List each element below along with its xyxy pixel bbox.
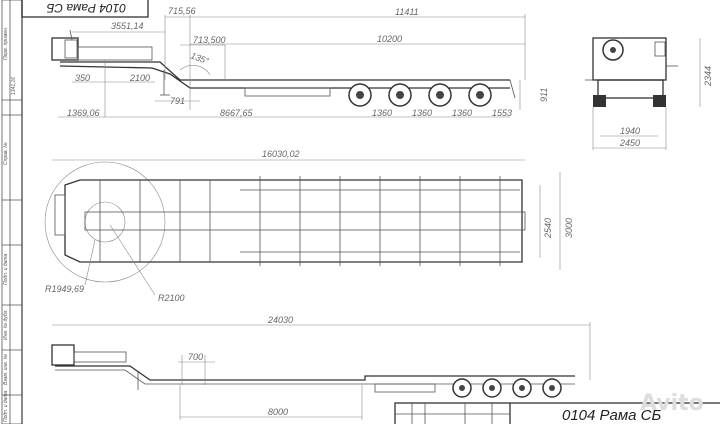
dim-8667: 8667,65: [220, 108, 254, 118]
sheet-frame: [1, 0, 23, 424]
dim-r2100: R2100: [158, 293, 185, 303]
dim-1369: 1369,06: [67, 108, 100, 118]
dim-2540: 2540: [543, 218, 553, 239]
dim-713: 713,500: [193, 35, 226, 45]
side-view-dimensions: 11411 10200 3551,14 715,56 713,500 135° …: [58, 6, 549, 118]
dim-350: 350: [75, 73, 90, 83]
margin-labels: Перв. примен. Справ. № Подп. и дата Инв.…: [3, 27, 17, 422]
dim-700: 700: [188, 352, 203, 362]
dim-8000: 8000: [268, 407, 288, 417]
rotated-title-box: [21, 0, 149, 18]
dim-1940: 1940: [620, 126, 640, 136]
extended-side-view: 24030 700 8000: [51, 315, 591, 420]
margin-label: Подп. и дата: [3, 390, 9, 422]
dim-2344: 2344: [703, 66, 713, 87]
dim-3551: 3551,14: [111, 21, 144, 31]
margin-label: Инв. № дубл.: [3, 309, 9, 340]
dim-715: 715,56: [168, 6, 196, 16]
dim-r1949: R1949,69: [45, 284, 84, 294]
dim-10200: 10200: [377, 34, 402, 44]
dim-24030: 24030: [267, 315, 293, 325]
margin-label: Подп. и дата: [3, 253, 9, 285]
dim-3000: 3000: [564, 218, 574, 238]
rear-view: 1940 2450 2344: [585, 37, 713, 150]
dim-791: 791: [170, 96, 185, 106]
dim-2100: 2100: [129, 73, 150, 83]
margin-label: Перв. примен.: [3, 27, 9, 60]
margin-label: Справ. №: [3, 142, 9, 165]
dim-1341: 1341,16: [11, 77, 17, 95]
top-view: 16030,02 2540 3000 R1949,69 R2100: [44, 149, 574, 303]
dim-911: 911: [539, 88, 549, 102]
side-view: [51, 29, 516, 107]
dim-2450: 2450: [619, 138, 640, 148]
dim-11411: 11411: [395, 7, 419, 17]
dim-1360: 1360: [372, 108, 392, 118]
dim-1553: 1553: [492, 108, 512, 118]
rotated-title: 0104 Рама СБ: [46, 1, 126, 15]
avito-watermark: Avito: [640, 391, 704, 416]
dim-16030: 16030,02: [262, 149, 300, 159]
title-block: 0104 Рама СБ: [394, 402, 720, 424]
dim-1360: 1360: [452, 108, 472, 118]
dim-angle: 135°: [189, 50, 210, 66]
dim-1360: 1360: [412, 108, 432, 118]
margin-label: Взам. инв. №: [3, 353, 9, 385]
drawing-designation: 0104 Рама СБ: [562, 407, 662, 424]
